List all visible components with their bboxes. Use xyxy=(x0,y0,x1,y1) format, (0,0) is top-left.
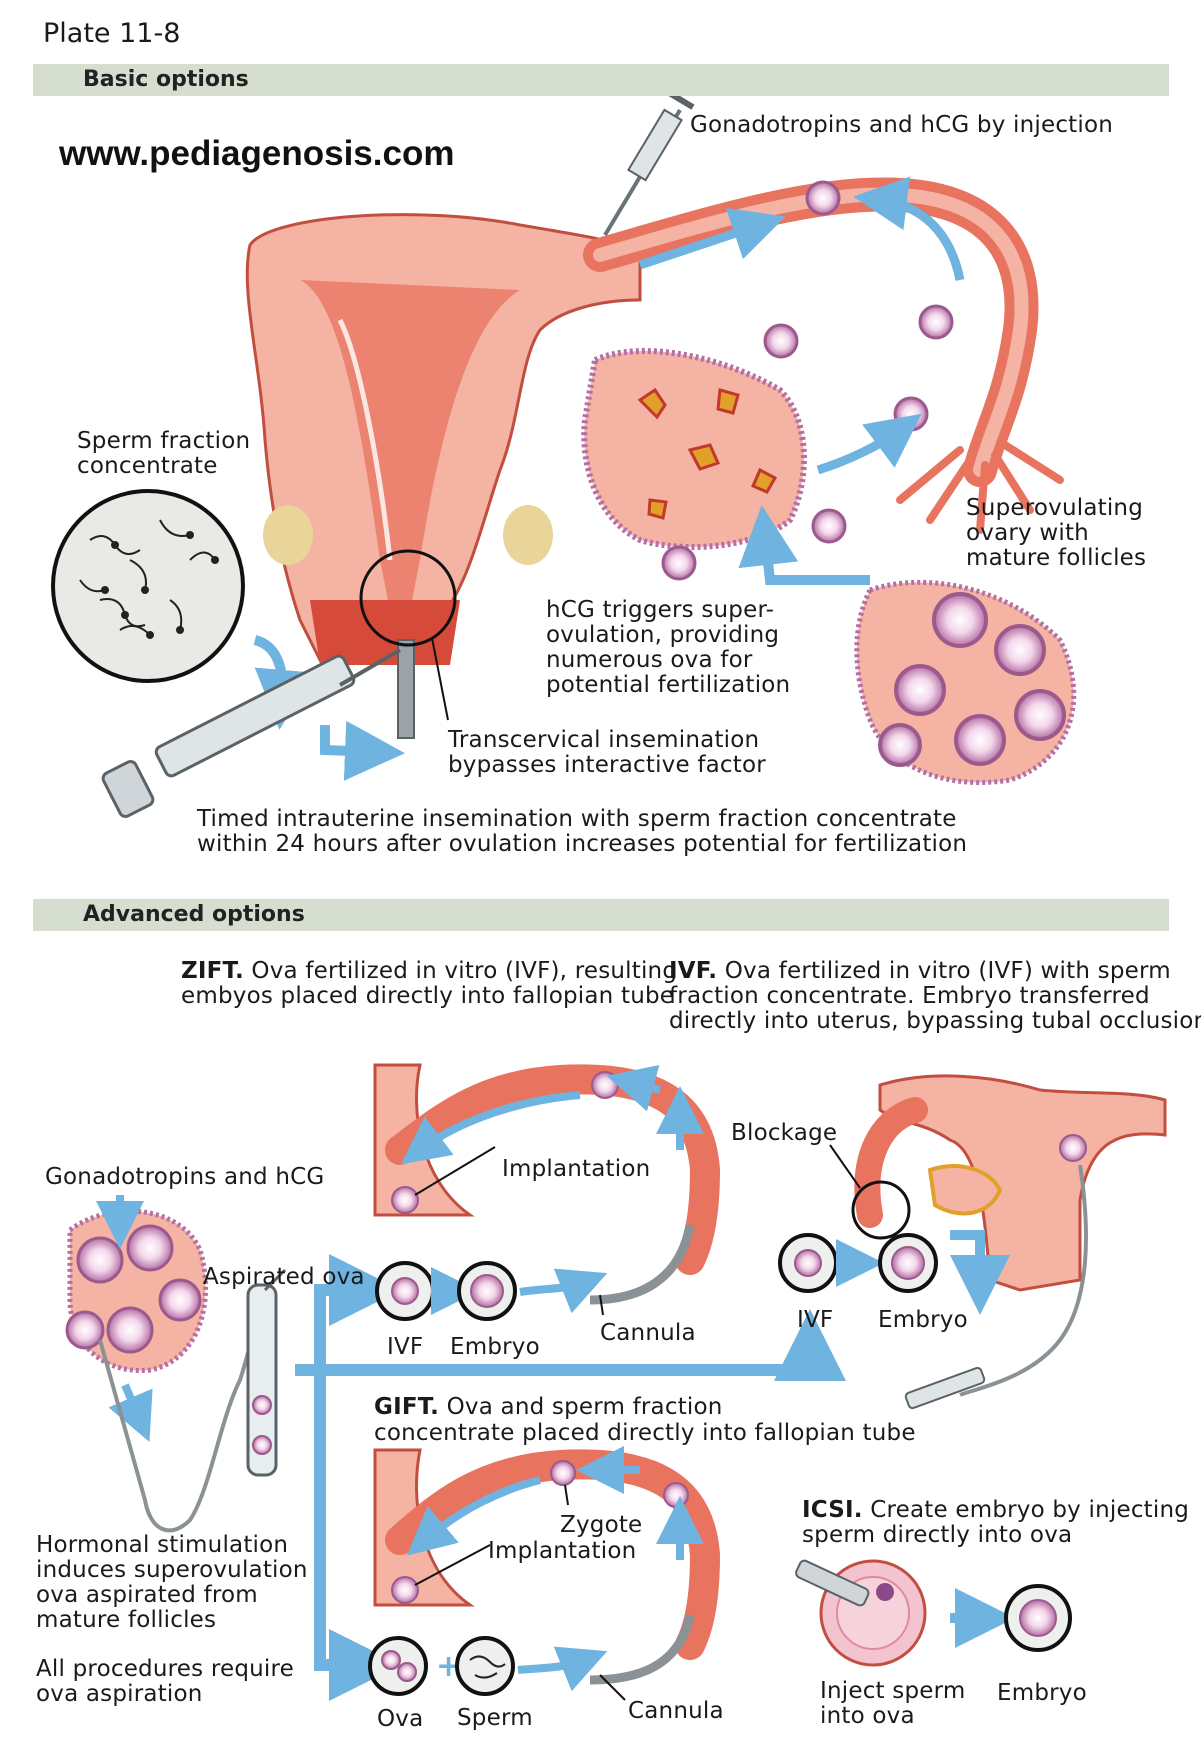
advanced-options-title: Advanced options xyxy=(83,902,305,927)
transcervical-label-1: Transcervical insemination xyxy=(448,727,760,753)
ivf-desc-3: directly into uterus, bypassing tubal oc… xyxy=(669,1008,1201,1034)
zift-desc-1: ZIFT. Ova fertilized in vitro (IVF), res… xyxy=(181,958,677,984)
ivf-uterus xyxy=(829,1074,1167,1410)
watermark: www.pediagenosis.com xyxy=(59,134,455,173)
basic-options-band: Basic options xyxy=(33,64,1169,96)
hcg-label-2: ovulation, providing xyxy=(546,622,780,648)
superovulating-ovary xyxy=(581,180,954,581)
gift-title: GIFT. xyxy=(374,1394,440,1420)
all-procedures-label-1: All procedures require xyxy=(36,1656,294,1682)
zift-implantation-label: Implantation xyxy=(502,1156,651,1182)
injection-label: Gonadotropins and hCG by injection xyxy=(690,112,1114,138)
aspiration-follicles xyxy=(65,1195,287,1533)
zift-embryo-label: Embryo xyxy=(450,1334,540,1360)
gonadotropins-label: Gonadotropins and hCG xyxy=(45,1164,325,1190)
zift-text-1: Ova fertilized in vitro (IVF), resulting xyxy=(243,958,678,984)
ivf-desc-1: IVF. Ova fertilized in vitro (IVF) with … xyxy=(669,958,1171,984)
icsi-desc-2: sperm directly into ova xyxy=(802,1522,1073,1548)
ovary-label-3: mature follicles xyxy=(966,545,1147,571)
gift-cannula-label: Cannula xyxy=(628,1698,724,1724)
plate-number: Plate 11-8 xyxy=(43,18,181,49)
fat-tissue xyxy=(263,505,553,565)
inject-sperm-label-1: Inject sperm xyxy=(820,1678,966,1704)
basic-options-title: Basic options xyxy=(83,67,249,92)
uterus-illustration xyxy=(245,176,1064,739)
distribution-arrows xyxy=(295,1254,846,1701)
advanced-options-band: Advanced options xyxy=(33,899,1169,931)
transcervical-label-2: bypasses interactive factor xyxy=(448,752,766,778)
gift-implantation-label: Implantation xyxy=(488,1538,637,1564)
hormonal-label-2: induces superovulation xyxy=(36,1557,308,1583)
gift-desc-1: GIFT. Ova and sperm fraction xyxy=(374,1394,723,1420)
gift-sperm-label: Sperm xyxy=(457,1705,533,1731)
zift-title: ZIFT. xyxy=(181,958,244,984)
ivf-desc-2: fraction concentrate. Embryo transferred xyxy=(669,983,1150,1009)
timed-label-1: Timed intrauterine insemination with spe… xyxy=(197,806,957,832)
hcg-label-4: potential fertilization xyxy=(546,672,791,698)
ivf-dishes xyxy=(778,1233,938,1293)
zift-desc-2: embyos placed directly into fallopian tu… xyxy=(181,983,675,1009)
ovary-label-2: ovary with xyxy=(966,520,1089,546)
icsi-embryo-label: Embryo xyxy=(997,1680,1087,1706)
blockage-label: Blockage xyxy=(731,1120,838,1146)
hormonal-label-3: ova aspirated from xyxy=(36,1582,258,1608)
mature-follicles-cluster xyxy=(738,505,1077,785)
ivf-text-1: Ova fertilized in vitro (IVF) with sperm xyxy=(717,958,1171,984)
icsi-title: ICSI. xyxy=(802,1497,863,1523)
gift-dishes: + xyxy=(368,1636,608,1696)
aspirated-ova-label: Aspirated ova xyxy=(203,1264,365,1290)
ovary-label-1: Superovulating xyxy=(966,495,1144,521)
sperm-label-1: Sperm fraction xyxy=(77,428,251,454)
hormonal-label-4: mature follicles xyxy=(36,1607,217,1633)
inject-sperm-label-2: into ova xyxy=(820,1703,915,1729)
insemination-syringe xyxy=(101,648,405,818)
zift-ivf-label: IVF xyxy=(387,1334,424,1360)
sperm-concentrate-view xyxy=(51,489,315,730)
icsi-desc-1: ICSI. Create embryo by injecting xyxy=(802,1497,1189,1523)
hcg-label-1: hCG triggers super- xyxy=(546,597,775,623)
zift-uterus xyxy=(373,1063,721,1316)
gift-text-1: Ova and sperm fraction xyxy=(439,1394,723,1420)
icsi-text-1: Create embryo by injecting xyxy=(862,1497,1190,1523)
hormonal-label-1: Hormonal stimulation xyxy=(36,1532,289,1558)
all-procedures-label-2: ova aspiration xyxy=(36,1681,203,1707)
zift-cannula-label: Cannula xyxy=(600,1320,696,1346)
timed-label-2: within 24 hours after ovulation increase… xyxy=(197,831,968,857)
ivf-ivf-label: IVF xyxy=(797,1307,834,1333)
ivf-title: IVF. xyxy=(669,958,718,984)
icsi-illustration xyxy=(795,1559,1072,1667)
injection-syringe xyxy=(603,90,695,237)
gift-zygote-label: Zygote xyxy=(560,1512,643,1538)
gift-desc-2: concentrate placed directly into fallopi… xyxy=(374,1420,916,1446)
gift-ova-label: Ova xyxy=(377,1706,424,1732)
ivf-embryo-label: Embryo xyxy=(878,1307,968,1333)
zift-dishes xyxy=(375,1261,608,1321)
sperm-label-2: concentrate xyxy=(77,453,218,479)
hcg-label-3: numerous ova for xyxy=(546,647,753,673)
